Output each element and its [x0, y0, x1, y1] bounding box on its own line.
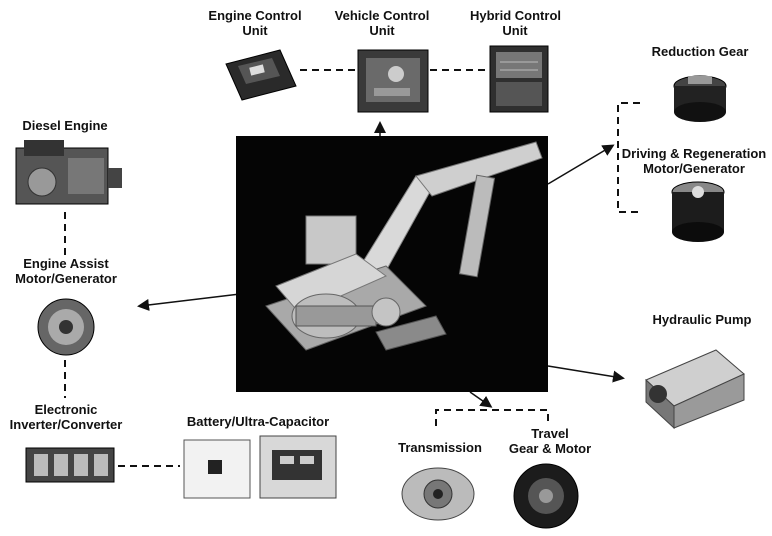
arrow-to-driving-motor — [548, 146, 612, 184]
hcu-label: Hybrid Control Unit — [470, 8, 560, 38]
excavator-photo — [236, 136, 548, 392]
driving-motor-image — [664, 176, 730, 246]
vcu-label-line1: Vehicle Control — [335, 8, 430, 23]
travel-gear-label-line1: Travel — [531, 426, 569, 441]
hcu-label-line2: Unit — [502, 23, 527, 38]
vcu-label: Vehicle Control Unit — [332, 8, 432, 38]
arrow-to-pump — [548, 366, 622, 378]
driving-motor-label-line2: Motor/Generator — [643, 161, 745, 176]
travel-gear-label: Travel Gear & Motor — [500, 426, 600, 456]
hcu-label-line1: Hybrid Control — [470, 8, 561, 23]
hydraulic-pump-image — [636, 340, 750, 430]
inverter-label-line1: Electronic — [35, 402, 98, 417]
diesel-engine-image — [8, 138, 126, 212]
drivetrain-bracket — [436, 410, 548, 426]
vcu-label-line2: Unit — [369, 23, 394, 38]
vcu-image — [356, 44, 430, 116]
engine-assist-label: Engine Assist Motor/Generator — [6, 256, 126, 286]
battery-label: Battery/Ultra-Capacitor — [176, 414, 340, 429]
reduction-gear-image — [666, 68, 734, 130]
inverter-label: Electronic Inverter/Converter — [2, 402, 130, 432]
driving-motor-label: Driving & Regeneration Motor/Generator — [618, 146, 770, 176]
arrow-to-drivetrain — [470, 392, 490, 406]
engine-assist-image — [30, 294, 102, 360]
hydraulic-pump-label: Hydraulic Pump — [642, 312, 762, 327]
ecu-label-line1: Engine Control — [208, 8, 301, 23]
inverter-label-line2: Inverter/Converter — [10, 417, 123, 432]
travel-gear-label-line2: Gear & Motor — [509, 441, 591, 456]
transmission-image — [398, 460, 480, 526]
engine-assist-label-line1: Engine Assist — [23, 256, 108, 271]
reduction-gear-label: Reduction Gear — [640, 44, 760, 59]
transmission-label: Transmission — [390, 440, 490, 455]
inverter-image — [22, 440, 118, 490]
diesel-engine-label: Diesel Engine — [10, 118, 120, 133]
ecu-image — [222, 46, 300, 104]
engine-assist-label-line2: Motor/Generator — [15, 271, 117, 286]
driving-motor-label-line1: Driving & Regeneration — [622, 146, 766, 161]
arrow-to-engine-assist — [140, 294, 240, 306]
travel-gear-image — [506, 460, 588, 530]
battery-image — [180, 432, 342, 504]
ecu-label: Engine Control Unit — [200, 8, 310, 38]
hcu-image — [486, 42, 552, 116]
ecu-label-line2: Unit — [242, 23, 267, 38]
